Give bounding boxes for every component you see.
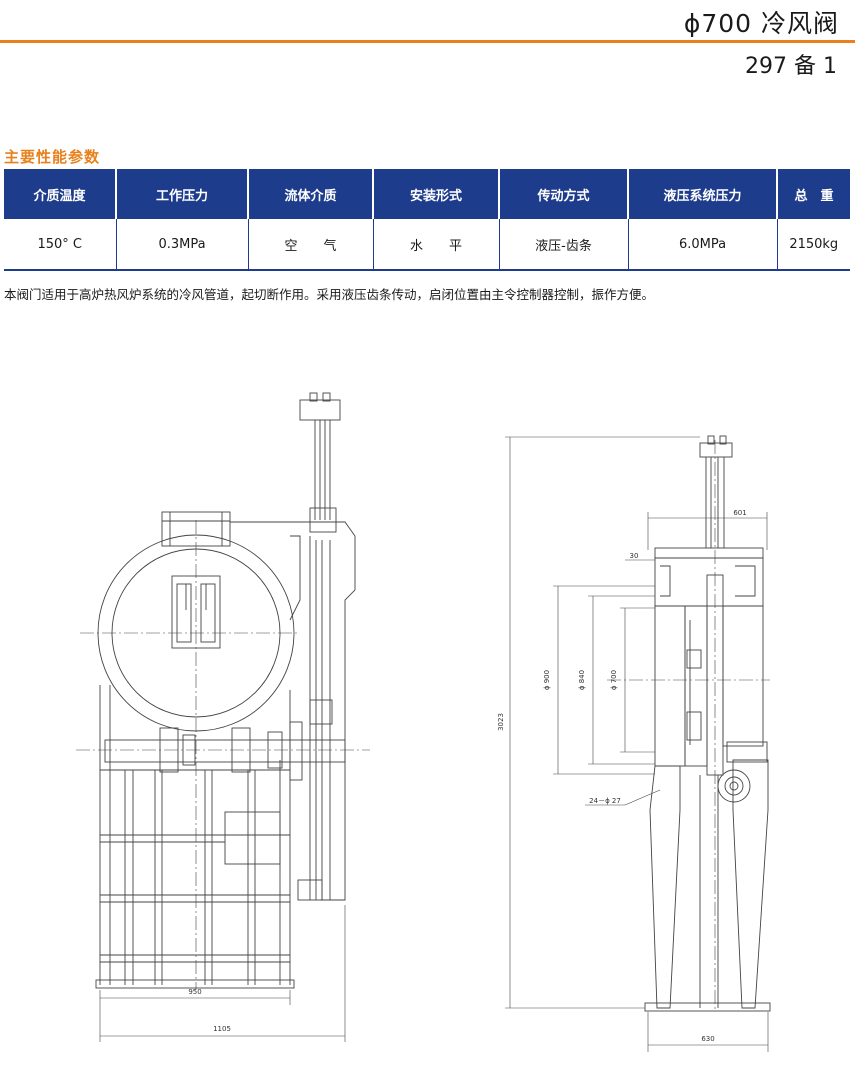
description-text: 本阀门适用于高炉热风炉系统的冷风管道，起切断作用。采用液压齿条传动，启闭位置由主…: [4, 287, 655, 302]
dim-30: 30: [630, 552, 639, 560]
dim-d700: ϕ 700: [610, 670, 618, 690]
cell-drive: 液压-齿条: [499, 219, 629, 271]
table-header-row: 介质温度 工作压力 流体介质 安装形式 传动方式 液压系统压力 总 重: [4, 169, 850, 219]
cell-medium: 空 气: [248, 219, 374, 271]
header-cell-hydraulic-pressure: 液压系统压力: [628, 169, 778, 219]
cell-temperature: 150° C: [4, 219, 117, 271]
table-row: 150° C 0.3MPa 空 气 水 平 液压-齿条 6.0MPa 2150k…: [4, 219, 850, 271]
header-cell-pressure: 工作压力: [116, 169, 249, 219]
title-divider: [0, 40, 855, 43]
dim-950: 950: [188, 988, 201, 996]
page-code: 297 备 1: [745, 54, 837, 79]
header-cell-installation: 安装形式: [373, 169, 500, 219]
cell-pressure: 0.3MPa: [116, 219, 249, 271]
section-title: 主要性能参数: [4, 148, 101, 166]
header-cell-drive: 传动方式: [499, 169, 629, 219]
header-cell-weight: 总 重: [777, 169, 850, 219]
dim-601: 601: [733, 509, 746, 517]
parameters-table: 介质温度 工作压力 流体介质 安装形式 传动方式 液压系统压力 总 重 150°…: [4, 169, 850, 271]
dim-d840: ϕ 840: [578, 670, 586, 690]
cell-weight: 2150kg: [777, 219, 850, 271]
dim-1105: 1105: [213, 1025, 231, 1033]
side-view: 601 30 3023 ϕ 900 ϕ 840 ϕ 700 24－ϕ 27 63: [497, 435, 771, 1052]
header-cell-medium: 流体介质: [248, 169, 374, 219]
header-cell-temperature: 介质温度: [4, 169, 117, 219]
dim-bolts: 24－ϕ 27: [589, 797, 621, 805]
dim-d900: ϕ 900: [543, 670, 551, 690]
dim-3023: 3023: [497, 713, 505, 731]
front-view: 950 1105: [76, 392, 370, 1042]
cell-hydraulic-pressure: 6.0MPa: [628, 219, 778, 271]
cell-installation: 水 平: [373, 219, 500, 271]
page-title: ϕ700 冷风阀: [683, 9, 839, 38]
dim-630: 630: [701, 1035, 714, 1043]
